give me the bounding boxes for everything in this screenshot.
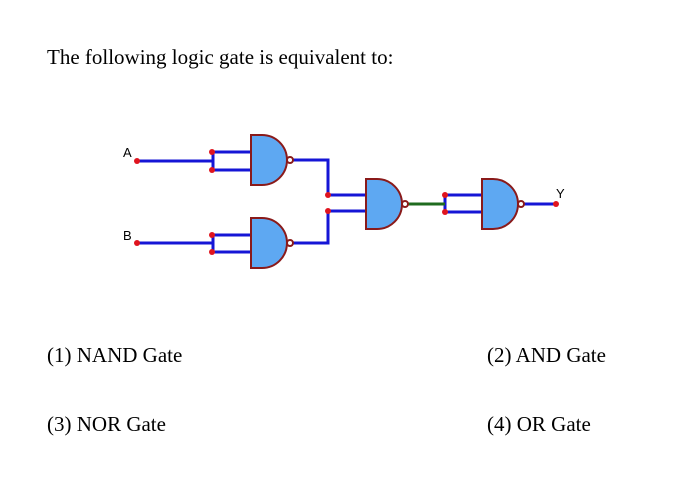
nand-gate-1 [250,134,294,186]
question-text: The following logic gate is equivalent t… [47,45,394,69]
option-1: (1) NAND Gate [47,343,183,367]
option-2: (2) AND Gate [487,343,606,367]
label-input-a: A [123,145,132,160]
nand-gate-3 [365,178,409,230]
label-input-b: B [123,228,132,243]
label-output-y: Y [556,186,565,201]
option-4: (4) OR Gate [487,412,591,436]
option-3: (3) NOR Gate [47,412,166,436]
connection-pins [134,149,559,255]
nand-gate-2 [250,217,294,269]
nand-gate-4 [481,178,525,230]
